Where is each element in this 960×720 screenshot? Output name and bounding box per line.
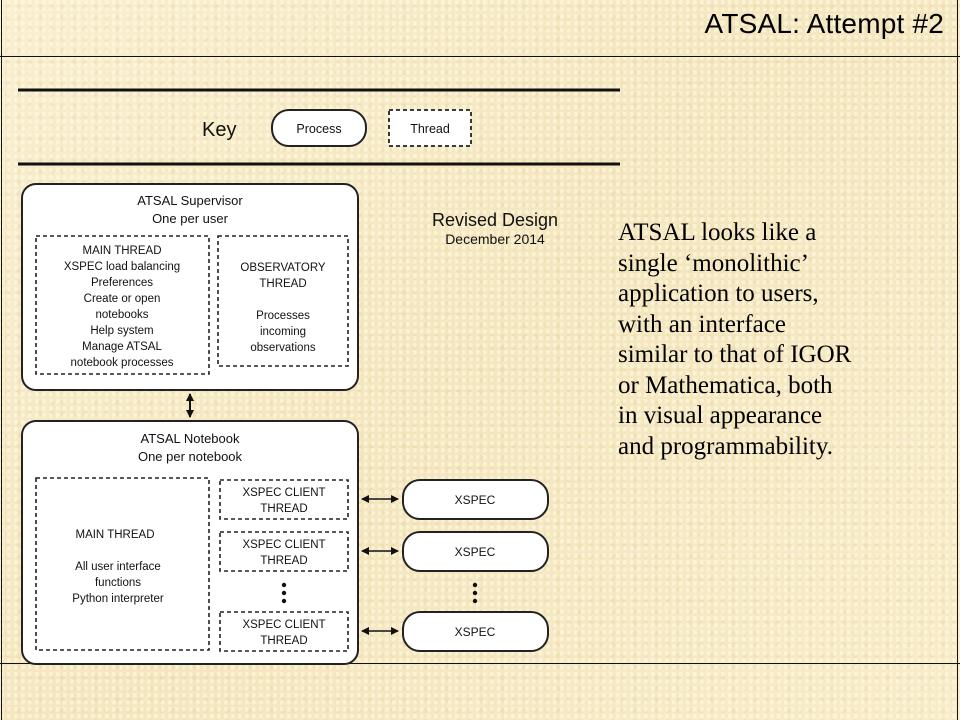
supervisor-main-line: MAIN THREAD [82, 245, 161, 257]
supervisor-main-line: Create or open [84, 293, 161, 305]
footer-rule [0, 663, 960, 664]
body-line: ATSAL looks like a [618, 219, 817, 246]
supervisor-main-line: Help system [90, 325, 153, 337]
key-process-label: Process [296, 122, 341, 136]
key-process-shape: Process [271, 109, 367, 147]
supervisor-main-line: XSPEC load balancing [64, 261, 180, 273]
notebook-subtitle: One per notebook [138, 449, 243, 464]
xspec-process: XSPEC [402, 611, 549, 652]
body-line: in visual appearance [618, 402, 823, 429]
key-label: Key [202, 119, 236, 141]
supervisor-observatory-thread [217, 235, 349, 367]
revised-design-title: Revised Design [432, 210, 558, 230]
observatory-line: Processes [256, 310, 310, 322]
left-rule [1, 0, 2, 720]
header-rule [0, 56, 960, 57]
slide-title: ATSAL: Attempt #2 [704, 8, 944, 39]
body-line: or Mathematica, both [618, 371, 833, 399]
supervisor-process: ATSAL Supervisor One per user MAIN THREA… [21, 183, 359, 391]
supervisor-main-line: notebook processes [71, 357, 174, 369]
key-thread-shape: Thread [388, 109, 472, 147]
xspec-client-label: XSPEC CLIENT [242, 487, 325, 499]
xspec-process-label: XSPEC [455, 545, 496, 559]
body-text: ATSAL looks like a single ‘monolithic’ a… [618, 218, 948, 462]
supervisor-main-line: Preferences [91, 277, 153, 289]
key-thread-label: Thread [410, 122, 450, 136]
notebook-title: ATSAL Notebook [141, 431, 240, 446]
xspec-client-label: THREAD [260, 555, 307, 567]
ellipsis-icon [281, 582, 287, 604]
body-line: and programmability. [618, 432, 833, 460]
xspec-client-label: THREAD [260, 503, 307, 515]
notebook-main-line: functions [95, 577, 141, 589]
supervisor-title: ATSAL Supervisor [137, 193, 243, 208]
xspec-process: XSPEC [402, 479, 549, 520]
observatory-line: observations [250, 342, 315, 354]
right-rule [957, 0, 958, 720]
notebook-main-line: MAIN THREAD [75, 529, 154, 541]
notebook-main-line: All user interface [75, 561, 161, 573]
xspec-client-label: XSPEC CLIENT [242, 539, 325, 551]
notebook-main-thread [35, 477, 210, 651]
supervisor-main-line: Manage ATSAL [82, 341, 162, 353]
supervisor-main-thread [35, 235, 210, 375]
xspec-process-label: XSPEC [455, 625, 496, 639]
body-line: similar to that of IGOR [618, 341, 852, 368]
xspec-client-label: THREAD [260, 635, 307, 647]
observatory-line: OBSERVATORY [240, 262, 326, 274]
xspec-client-thread [219, 479, 349, 520]
supervisor-subtitle: One per user [152, 211, 229, 226]
xspec-process-label: XSPEC [455, 493, 496, 507]
xspec-client-thread [219, 531, 349, 572]
ellipsis-icon [472, 582, 478, 604]
body-line: with an interface [618, 310, 786, 338]
body-line: application to users, [618, 280, 819, 307]
xspec-client-thread [219, 611, 349, 652]
supervisor-main-line: notebooks [95, 309, 148, 321]
observatory-line: incoming [260, 326, 306, 338]
revised-design-date: December 2014 [445, 231, 545, 247]
observatory-line: THREAD [259, 278, 306, 290]
xspec-client-label: XSPEC CLIENT [242, 619, 325, 631]
notebook-process: ATSAL Notebook One per notebook MAIN THR… [21, 420, 359, 665]
xspec-process: XSPEC [402, 531, 549, 572]
notebook-main-line: Python interpreter [72, 593, 164, 605]
body-line: single ‘monolithic’ [618, 249, 809, 277]
